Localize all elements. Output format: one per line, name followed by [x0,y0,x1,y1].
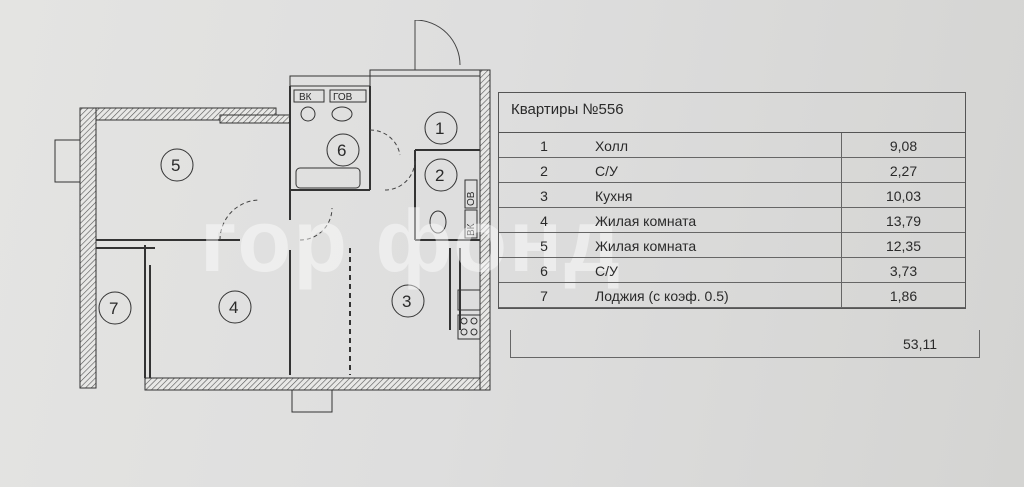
room-area-cell: 2,27 [841,157,965,183]
entrance-door-swing [414,20,461,70]
room-number-4: 4 [229,298,238,317]
toilet-icon [429,210,447,234]
sink-kitchen-icon [457,289,481,311]
room-area-cell: 10,03 [841,182,965,208]
room-marker-2: 2 [424,158,458,192]
vk-box-top [293,89,325,103]
room-area-cell: 1,86 [841,282,965,308]
vk-box-side [464,209,478,239]
room-marker-3: 3 [391,284,425,318]
room-num-cell: 7 [499,282,589,308]
total-area-row: 53,11 [510,330,980,358]
room-marker-4: 4 [218,290,252,324]
room-marker-7: 7 [98,291,132,325]
room-marker-6: 6 [326,133,360,167]
room-num-cell: 4 [499,207,589,233]
ov-label-side: ОВ [466,191,477,206]
gv-label-top: ГОВ [333,92,353,103]
ov-box-side [464,179,478,209]
room-name-cell: С/У [589,257,842,283]
room-number-6: 6 [337,141,346,160]
room-name-cell: Жилая комната [589,207,842,233]
basin-icon [331,106,353,122]
room-num-cell: 3 [499,182,589,208]
room-number-7: 7 [109,299,118,318]
room-marker-1: 1 [424,111,458,145]
room-num-cell: 2 [499,157,589,183]
room-area-cell: 12,35 [841,232,965,258]
interior-walls [96,86,480,378]
gv-box-top [329,89,367,103]
room-number-5: 5 [171,156,180,175]
door-swings [219,129,416,241]
room-name-cell: Жилая комната [589,232,842,258]
total-area-value: 53,11 [903,336,937,352]
legend-title: Квартиры №556 [499,93,965,133]
sink-icon [300,106,316,122]
vk-label-top: ВК [299,92,312,103]
room-name-cell: С/У [589,157,842,183]
vk-label-side: ВК [466,223,477,236]
room-name-cell: Холл [589,133,842,158]
room-number-2: 2 [435,166,444,185]
room-num-cell: 5 [499,232,589,258]
room-area-cell: 3,73 [841,257,965,283]
room-name-cell: Лоджия (с коэф. 0.5) [589,282,842,308]
room-num-cell: 1 [499,133,589,158]
room-num-cell: 6 [499,257,589,283]
room-area-cell: 13,79 [841,207,965,233]
room-marker-5: 5 [160,148,194,182]
stove-icon [457,314,481,340]
room-number-1: 1 [435,119,444,138]
room-number-3: 3 [402,292,411,311]
floor-plan: ВК ГОВ ОВ ВК 5 6 1 2 4 3 7 [54,20,491,413]
room-area-cell: 9,08 [841,133,965,158]
room-name-cell: Кухня [589,182,842,208]
bathtub [295,167,361,189]
